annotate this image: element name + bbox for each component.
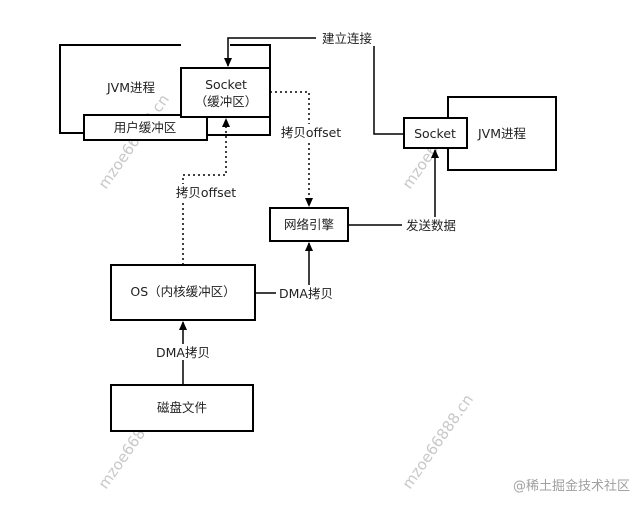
copy-offset-label-top: 拷贝offset [281,125,341,140]
os-kernel-buffer-box [110,264,256,321]
dma-copy-label-bottom: DMA拷贝 [156,345,210,360]
copy-offset-arrow-to-socket [182,118,230,265]
watermark-4: mzoe66888.cn [399,391,477,492]
dma-copy-label-right: DMA拷贝 [279,286,333,301]
socket-right-label: Socket [414,126,456,141]
network-engine-label: 网络引擎 [284,217,334,232]
user-buffer-label: 用户缓冲区 [114,120,177,135]
copy-offset-label-left: 拷贝offset [176,185,236,200]
socket-left-label-2: （缓冲区） [195,94,258,109]
copy-offset-arrow-to-engine [270,91,313,207]
disk-file-label: 磁盘文件 [157,400,207,415]
socket-left-box [180,67,271,118]
os-kernel-buffer-label: OS（内核缓冲区） [130,284,235,299]
jvm-left-label: JVM进程 [106,80,156,95]
disk-file-box [110,384,254,432]
establish-connection-label: 建立连接 [322,31,373,46]
send-data-label: 发送数据 [406,218,456,233]
socket-right-box [403,117,468,149]
source-credit: @稀土掘金技术社区 [513,478,630,494]
watermark-1: mzoe66888.cn [95,91,173,192]
jvm-right-label: JVM进程 [477,126,527,141]
user-buffer-box [83,114,208,141]
socket-left-label-1: Socket [205,77,247,92]
